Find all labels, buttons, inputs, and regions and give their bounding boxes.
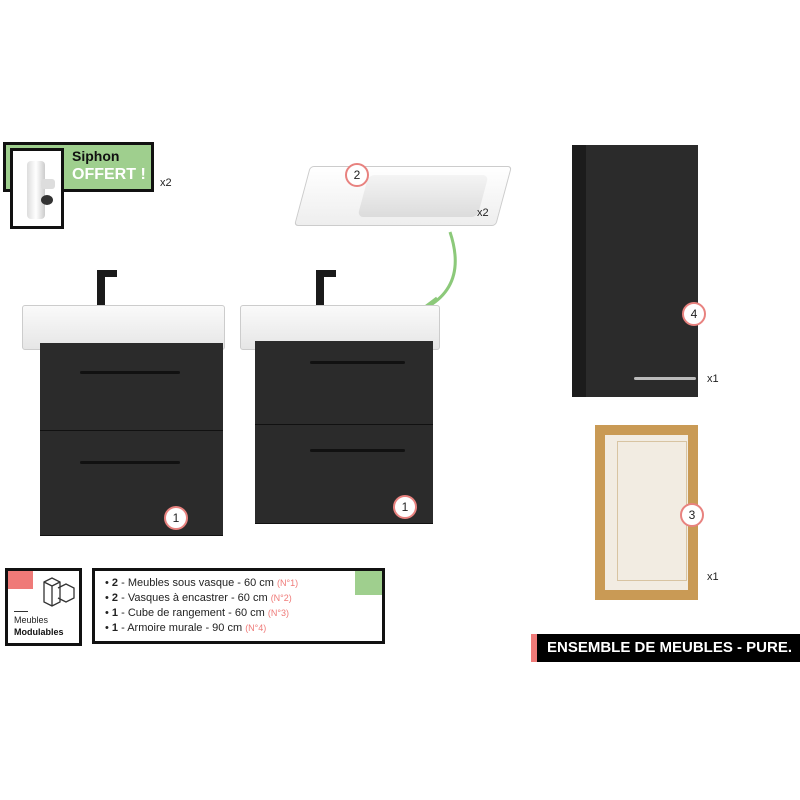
item-count: 1 [111, 607, 119, 619]
cube-qty: x1 [707, 571, 719, 583]
cube-badge: 3 [680, 503, 704, 527]
vanity-1 [22, 268, 225, 536]
list-item: • 2 - Meubles sous vasque - 60 cm (N°1) [105, 577, 299, 589]
list-item: • 1 - Cube de rangement - 60 cm (N°3) [105, 607, 289, 619]
item-text: - Meubles sous vasque - 60 cm [118, 577, 278, 589]
item-text: - Vasques à encastrer - 60 cm [118, 592, 271, 604]
siphon-offer: OFFERT ! [72, 166, 146, 183]
modular-badge: Meubles Modulables [5, 568, 82, 646]
modular-line2: Modulables [14, 627, 64, 637]
vanity-2 [240, 268, 440, 524]
basin-badge: 2 [345, 163, 369, 187]
item-ref: (N°3) [267, 608, 289, 618]
item-ref: (N°1) [277, 578, 299, 588]
cubes-icon [43, 577, 75, 607]
item-text: - Cube de rangement - 60 cm [118, 607, 268, 619]
list-item: • 1 - Armoire murale - 90 cm (N°4) [105, 622, 267, 634]
wall-cabinet-badge: 4 [682, 302, 706, 326]
siphon-label: Siphon [72, 148, 120, 164]
vanity-1-badge: 1 [164, 506, 188, 530]
item-text: - Armoire murale - 90 cm [118, 622, 246, 634]
modular-line1: Meubles [14, 615, 49, 625]
vanity-2-badge: 1 [393, 495, 417, 519]
contents-list: • 2 - Meubles sous vasque - 60 cm (N°1) •… [92, 568, 385, 644]
banner: ENSEMBLE DE MEUBLES - PURE. [537, 634, 800, 662]
banner-title: ENSEMBLE DE MEUBLES - PURE. [547, 639, 793, 656]
banner-accent [531, 634, 537, 662]
item-ref: (N°2) [270, 593, 292, 603]
item-count: 1 [111, 622, 119, 634]
item-count: 2 [111, 577, 119, 589]
storage-cube [595, 425, 698, 600]
siphon-qty: x2 [160, 177, 172, 189]
wall-cabinet [572, 145, 698, 397]
item-ref: (N°4) [245, 623, 267, 633]
basin-qty: x2 [477, 207, 489, 219]
faucet [316, 270, 324, 310]
faucet [97, 270, 105, 310]
wall-cabinet-qty: x1 [707, 373, 719, 385]
siphon-image [10, 148, 64, 229]
list-item: • 2 - Vasques à encastrer - 60 cm (N°2) [105, 592, 292, 604]
item-count: 2 [111, 592, 119, 604]
